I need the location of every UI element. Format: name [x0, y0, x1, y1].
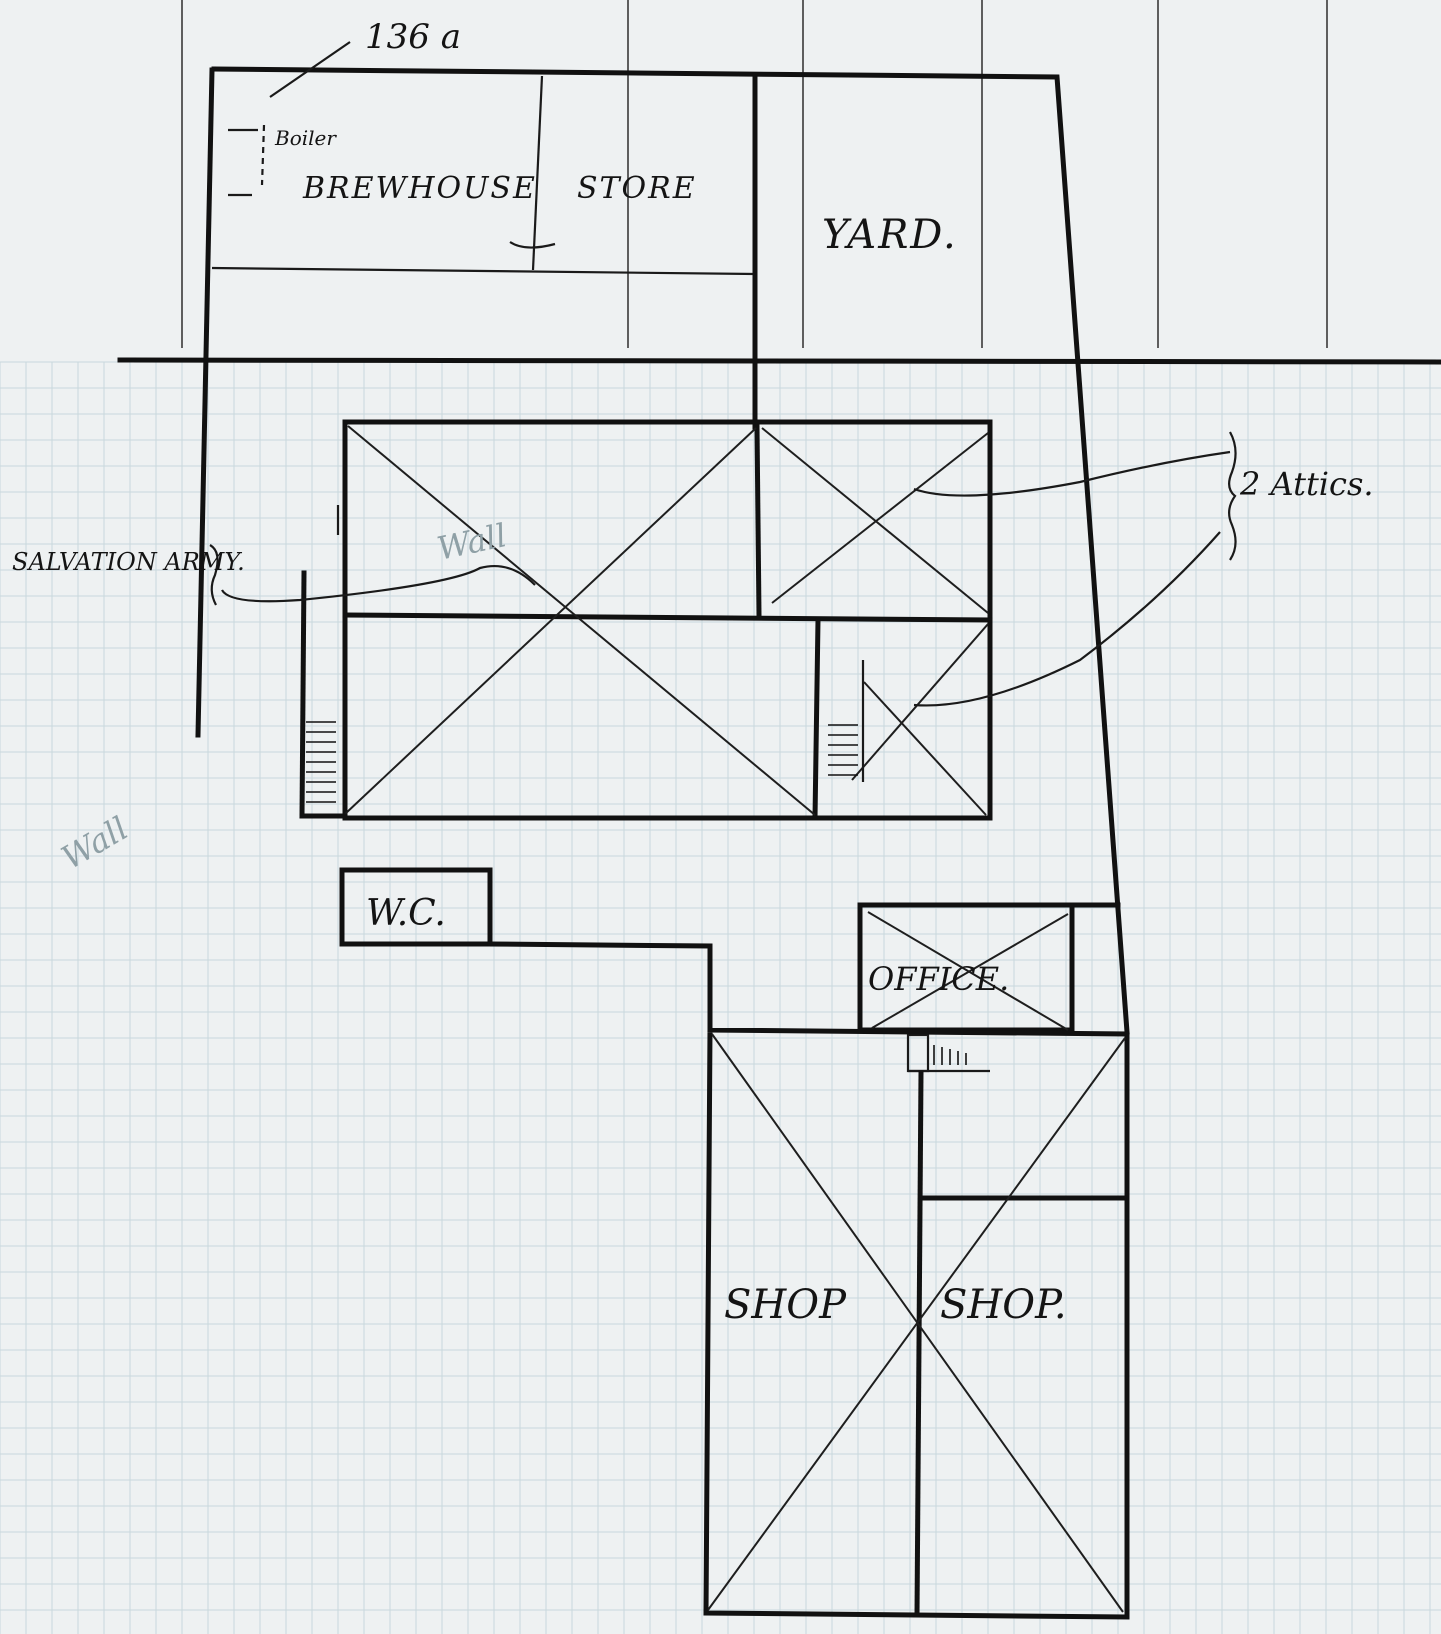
- store-label: STORE: [577, 171, 697, 206]
- yard-label: YARD.: [822, 212, 958, 258]
- shop-right-label: SHOP.: [940, 1282, 1067, 1328]
- boiler-label: Boiler: [274, 126, 337, 150]
- attic-block: [209, 419, 1237, 821]
- rear-block: [195, 41, 1130, 1035]
- pencil-scribble-left: Wall: [55, 809, 134, 877]
- paper-join-line: [117, 357, 1441, 365]
- wc-label: W.C.: [366, 893, 446, 934]
- plan-number: 136 a: [365, 17, 461, 57]
- office-label: OFFICE.: [868, 960, 1009, 998]
- wc-block: [339, 867, 713, 1033]
- ledger-column-lines: [181, 0, 1328, 348]
- pencil-scribble: Wall: [434, 516, 510, 568]
- attics-label: 2 Attics.: [1239, 465, 1374, 503]
- salvation-army-line-1: SALVATION ARMY.: [12, 548, 245, 576]
- salvation-army-label: SALVATION ARMY.: [12, 548, 245, 576]
- shops-block: [703, 1027, 1130, 1620]
- shop-left-label: SHOP: [724, 1282, 847, 1328]
- brewhouse-label: BREWHOUSE: [302, 171, 537, 206]
